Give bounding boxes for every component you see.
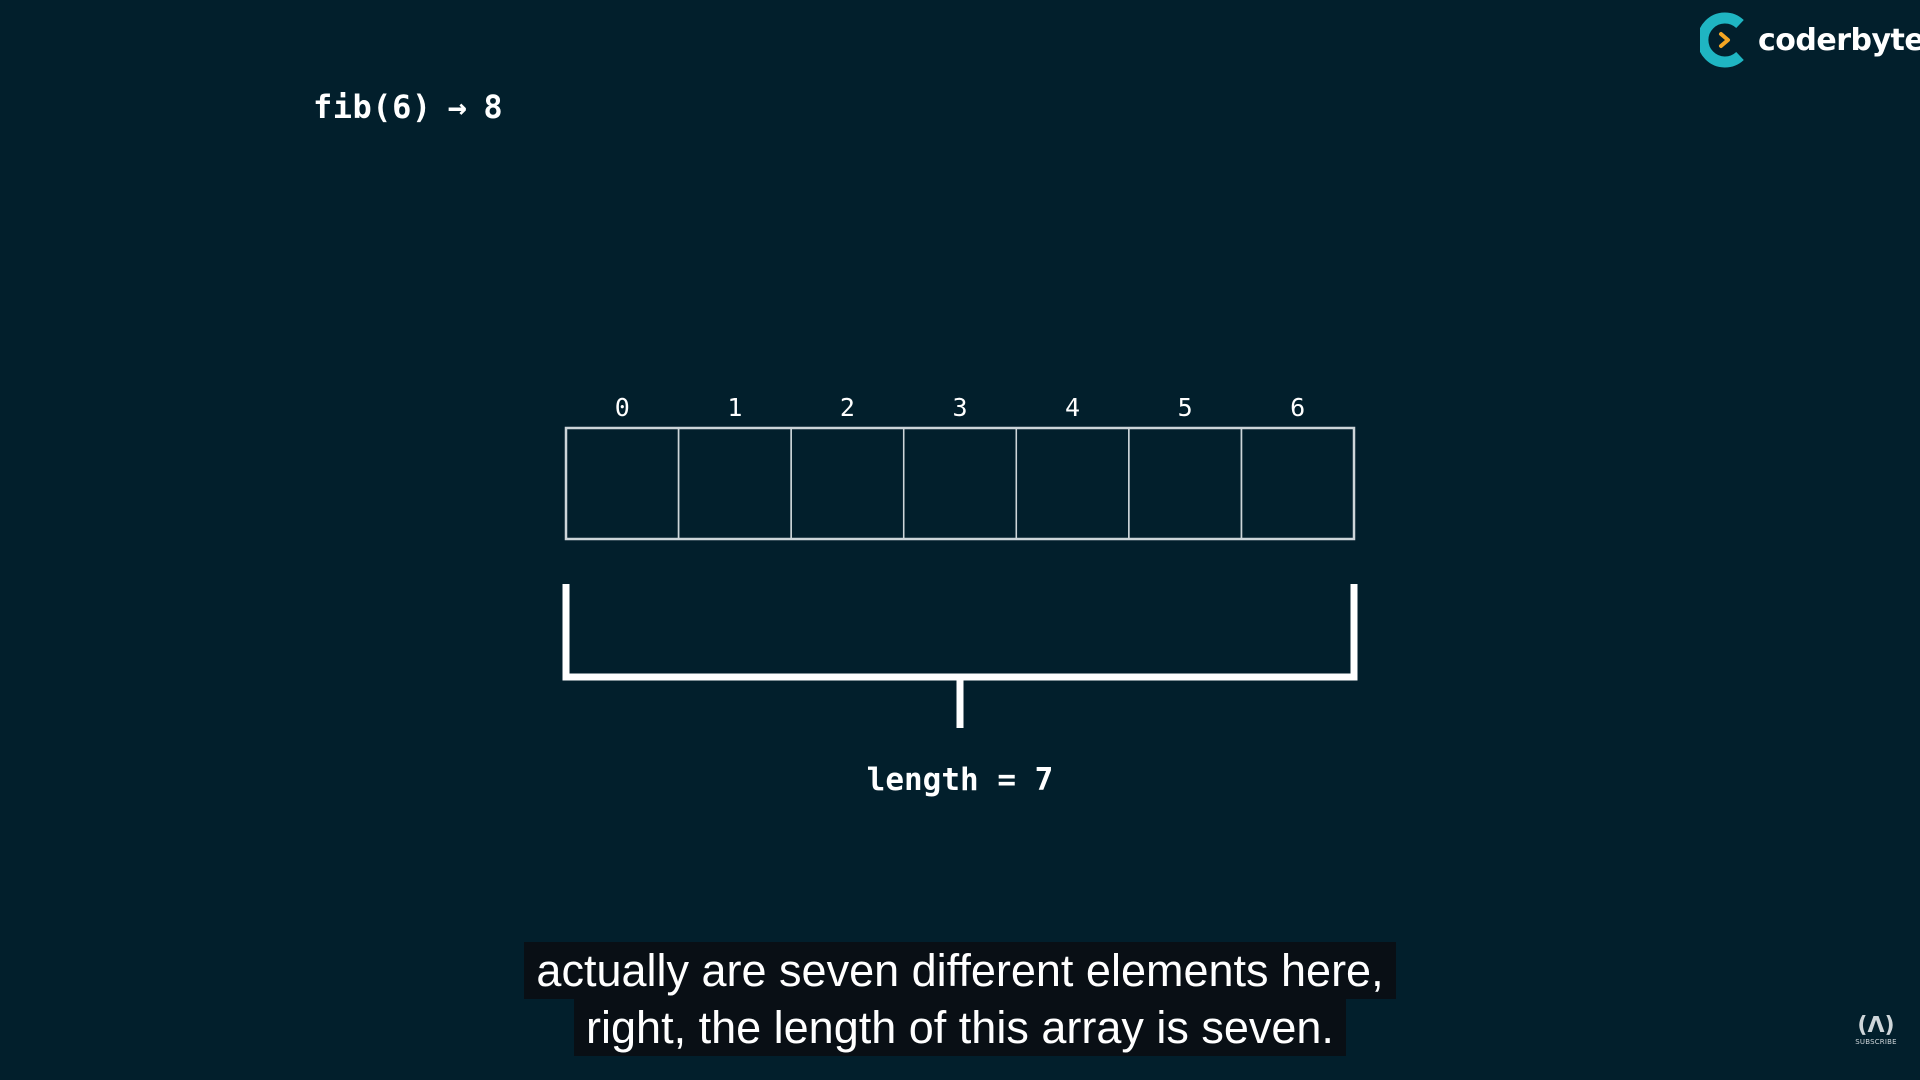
array-cell — [677, 427, 792, 540]
subtitle-line-2: right, the length of this array is seven… — [574, 999, 1346, 1056]
array-index-label: 1 — [727, 393, 742, 422]
array-cells — [564, 426, 1356, 541]
bracket-line — [562, 584, 1358, 681]
index-labels: 0 1 2 3 4 5 6 — [615, 393, 1305, 422]
array-cell — [1128, 427, 1243, 540]
result-value: 8 — [483, 88, 504, 126]
array-index-label: 5 — [1178, 393, 1193, 422]
length-label: length = 7 — [867, 762, 1054, 798]
length-bracket — [562, 584, 1358, 728]
array-cell — [1240, 427, 1355, 540]
arrow-icon: → — [447, 88, 468, 126]
call-text: fib(6) — [313, 88, 432, 126]
array-cell — [565, 427, 680, 540]
array-index-label: 4 — [1065, 393, 1080, 422]
array-outline — [564, 426, 1356, 541]
logo-text: coderbyte — [1758, 22, 1920, 58]
coderbyte-logo: coderbyte — [1700, 12, 1920, 68]
fib-call-expression: fib(6) → 8 — [313, 88, 503, 126]
subtitle-line-1: actually are seven different elements he… — [524, 942, 1396, 999]
subtitles: actually are seven different elements he… — [0, 942, 1920, 1056]
array-cell — [1015, 427, 1130, 540]
subscribe-label: SUBSCRIBE — [1855, 1038, 1897, 1046]
array-cell — [902, 427, 1018, 540]
array-index-label: 0 — [615, 393, 630, 422]
freecodecamp-icon: (ᐱ) — [1857, 1013, 1895, 1038]
array-index-label: 6 — [1290, 393, 1305, 422]
array-index-label: 2 — [840, 393, 855, 422]
array-cell — [790, 427, 905, 540]
coderbyte-logo-icon — [1700, 12, 1744, 68]
array-index-label: 3 — [952, 393, 967, 422]
subscribe-badge[interactable]: (ᐱ) SUBSCRIBE — [1852, 1013, 1900, 1047]
